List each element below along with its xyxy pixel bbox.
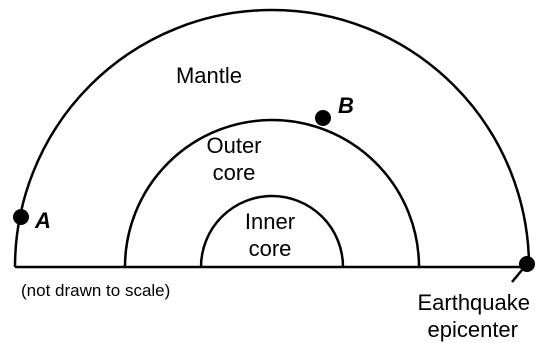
outer-core-label-line2: core bbox=[213, 160, 256, 185]
inner-core-label-line2: core bbox=[249, 236, 292, 261]
epicenter-leader-line bbox=[511, 263, 528, 283]
point-b-label: B bbox=[338, 93, 354, 118]
outer-core-label-line1: Outer bbox=[206, 133, 261, 158]
point-b-marker bbox=[315, 110, 331, 126]
earth-surface-arc bbox=[13, 8, 531, 268]
mantle-label: Mantle bbox=[176, 63, 242, 88]
point-a-marker bbox=[13, 209, 29, 225]
inner-core-label-line1: Inner bbox=[245, 209, 295, 234]
scale-note: (not drawn to scale) bbox=[21, 281, 170, 300]
epicenter-label-line2: epicenter bbox=[427, 317, 518, 342]
core-mantle-boundary-arc bbox=[123, 118, 421, 268]
epicenter-label-line1: Earthquake bbox=[417, 290, 530, 315]
inner-core-boundary-arc bbox=[199, 194, 345, 268]
point-a-label: A bbox=[34, 208, 51, 233]
